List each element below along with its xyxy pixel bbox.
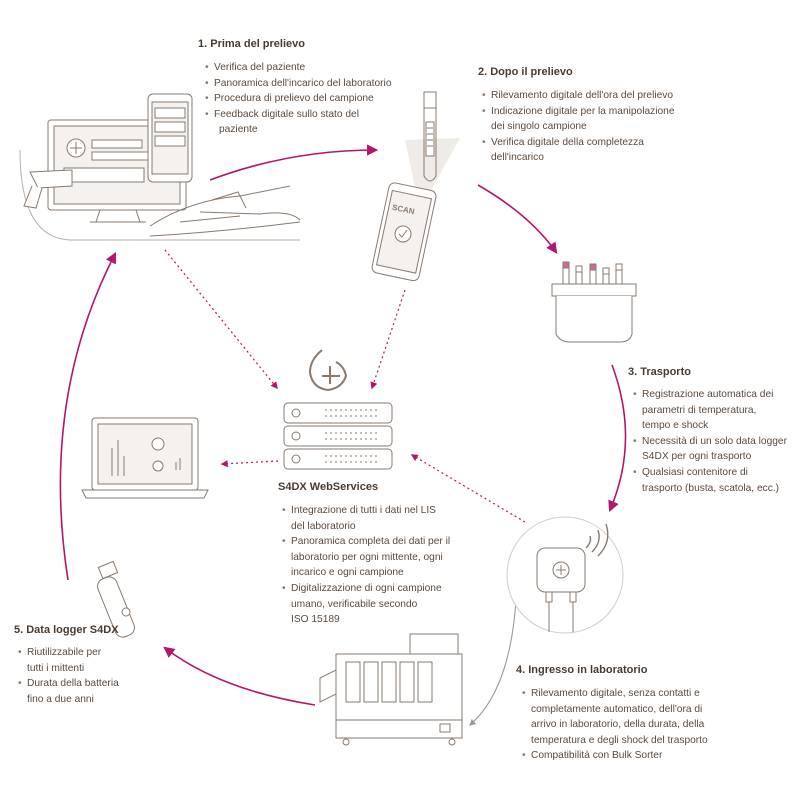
server-stack-illustration <box>283 402 393 470</box>
step5-title: 5. Data logger S4DX <box>14 624 119 636</box>
list-item: Feedback digitale sullo stato del <box>205 107 392 123</box>
list-item-continued: parametri di temperatura, <box>642 404 757 416</box>
laptop-illustration <box>81 417 209 499</box>
list-item: Verifica digitale della completezza <box>482 135 675 151</box>
list-item: Procedura di prelievo del campione <box>205 91 392 107</box>
list-item-continued: del laboratorio <box>291 520 356 532</box>
gray-arrow-device-to-sorter <box>469 599 517 726</box>
list-item: Panoramica dell'incarico del laboratorio <box>205 76 392 92</box>
step3-list: Registrazione automatica dei parametri d… <box>633 387 787 496</box>
list-item-continued: umano, verificabile secondo <box>291 598 418 610</box>
tube-and-phone-illustration <box>371 91 460 282</box>
step1-list: Verifica del paziente Panoramica dell'in… <box>205 60 392 138</box>
list-item-continued: tutti i mittenti <box>27 662 85 674</box>
monitor-illustration <box>19 93 301 241</box>
list-item-continued: dei singolo campione <box>491 121 587 133</box>
dotted-arrow-step4-to-server <box>410 454 526 523</box>
list-item: Compatibilità con Bulk Sorter <box>522 748 708 764</box>
arrow-step5-to-step1 <box>59 252 117 581</box>
dotted-arrow-server-to-laptop <box>220 460 279 468</box>
list-item-continued: tempo e shock <box>642 420 709 432</box>
list-item: Durata della batteria <box>18 676 119 692</box>
step3-title: 3. Trasporto <box>628 366 691 378</box>
list-item: Registrazione automatica dei <box>633 387 787 403</box>
transport-box-illustration <box>551 261 637 343</box>
dotted-arrow-step1-to-server <box>164 249 278 390</box>
list-item: Qualsiasi contenitore di <box>633 465 787 481</box>
center-list: Integrazione di tutti i dati nel LIS del… <box>282 503 450 628</box>
step2-list: Rilevamento digitale dell'ora del prelie… <box>482 88 675 166</box>
list-item: Necessità di un solo data logger <box>633 434 787 450</box>
step1-title: 1. Prima del prelievo <box>198 38 305 50</box>
center-title: S4DX WebServices <box>278 481 379 493</box>
list-item-continued: incarico e ogni campione <box>291 567 404 579</box>
bulk-sorter-illustration <box>319 633 463 746</box>
arrow-step4-to-step5 <box>163 646 316 706</box>
list-item-continued: ISO 15189 <box>291 614 340 626</box>
list-item-continued: temperatura e degli shock del trasporto <box>531 734 708 746</box>
list-item-continued: S4DX per ogni trasporto <box>642 451 752 463</box>
step4-list: Rilevamento digitale, senza contatti e c… <box>522 686 708 764</box>
arrow-step3-to-step4 <box>608 364 627 513</box>
list-item-continued: fino a due anni <box>27 693 94 705</box>
list-item: Rilevamento digitale, senza contatti e <box>522 686 708 702</box>
s4dx-logo-icon <box>308 349 348 392</box>
list-item: Panoramica completa dei dati per il <box>282 534 450 550</box>
list-item-continued: completamente automatico, dell'ora di <box>531 703 703 715</box>
list-item: Indicazione digitale per la manipolazion… <box>482 104 675 120</box>
list-item: Verifica del paziente <box>205 60 392 76</box>
list-item-continued: laboratorio per ogni mittente, ogni <box>291 551 443 563</box>
list-item-continued: paziente <box>219 124 258 136</box>
list-item: Riutilizzabile per <box>18 645 119 661</box>
lab-reader-illustration <box>506 516 624 634</box>
step5-list: Riutilizzabile per tutti i mittenti Dura… <box>18 645 119 707</box>
data-logger-illustration <box>97 560 135 638</box>
list-item-continued: trasporto (busta, scatola, ecc.) <box>642 482 780 494</box>
step4-title: 4. Ingresso in laboratorio <box>516 664 648 676</box>
list-item: Integrazione di tutti i dati nel LIS <box>282 503 450 519</box>
list-item-continued: arrivo in laboratorio, della durata, del… <box>531 719 705 731</box>
list-item-continued: dell'incarico <box>491 152 544 164</box>
list-item: Rilevamento digitale dell'ora del prelie… <box>482 88 675 104</box>
dotted-arrow-step2-to-server <box>370 289 406 390</box>
arrow-step2-to-step3 <box>477 184 558 254</box>
arrow-step1-to-step2 <box>209 144 379 181</box>
step2-title: 2. Dopo il prelievo <box>478 66 573 78</box>
list-item: Digitalizzazione di ogni campione <box>282 581 450 597</box>
